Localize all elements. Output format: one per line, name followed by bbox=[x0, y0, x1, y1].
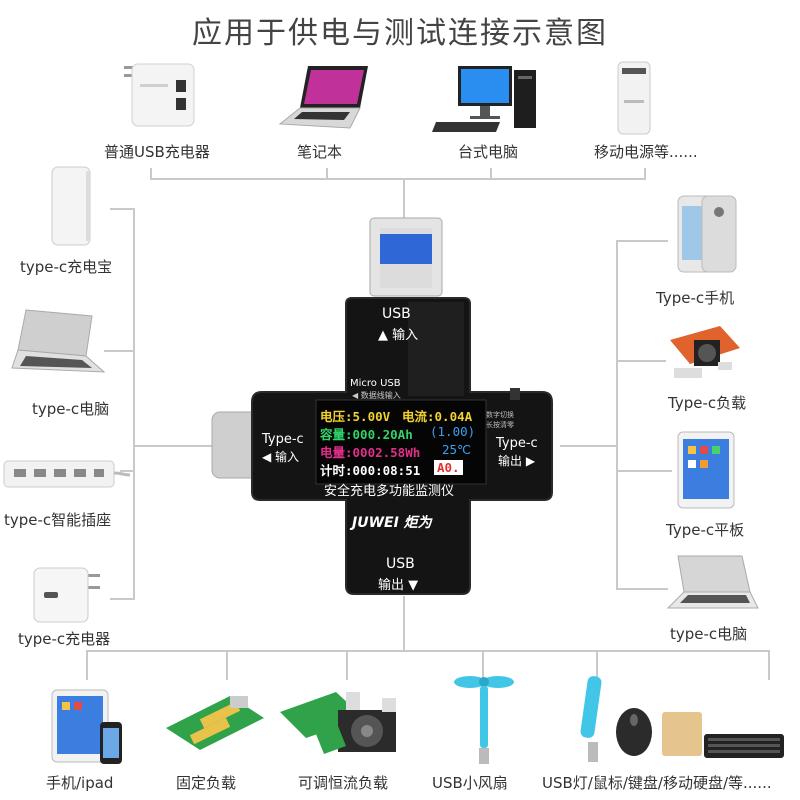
usb-out-sub: 输出 ▼ bbox=[378, 578, 419, 593]
laptop-icon bbox=[664, 552, 760, 616]
phone-tablet-icon bbox=[48, 684, 128, 768]
bottom-device-label-5: USB灯/鼠标/键盘/移动硬盘/等...... bbox=[542, 774, 772, 792]
adjustable-load-icon bbox=[276, 682, 416, 764]
meter-caption: 安全充电多功能监测仪 bbox=[324, 484, 455, 499]
top-device-label-2: 笔记本 bbox=[297, 143, 343, 161]
bottom-device-label-1: 手机/ipad bbox=[46, 774, 114, 792]
typec-out-sub: 输出 ▶ bbox=[498, 454, 536, 468]
bottom-device-label-4: USB小风扇 bbox=[432, 774, 508, 792]
tablet-icon bbox=[674, 430, 738, 510]
load-board-icon bbox=[664, 318, 744, 390]
left-device-label-3: type-c智能插座 bbox=[4, 511, 112, 529]
power-bank-icon bbox=[610, 60, 660, 136]
fixed-load-icon bbox=[160, 688, 270, 758]
left-device-label-4: type-c充电器 bbox=[18, 630, 111, 648]
usb-charger-icon bbox=[118, 62, 198, 134]
laptop-icon bbox=[8, 306, 108, 382]
right-device-label-2: Type-c负载 bbox=[668, 394, 747, 412]
screen-capacity: 容量:000.20Ah bbox=[320, 427, 413, 442]
right-device-label-1: Type-c手机 bbox=[656, 289, 735, 307]
screen-capacity-extra: (1.00) bbox=[430, 424, 476, 439]
bottom-device-label-2: 固定负载 bbox=[176, 774, 237, 792]
screen-current: 电流:0.04A bbox=[402, 409, 473, 424]
screen-mode: A0. bbox=[434, 460, 463, 475]
usb-lamp-mouse-keyboard-icon bbox=[576, 672, 790, 768]
phone-icon bbox=[674, 194, 740, 276]
micro-usb-title: Micro USB bbox=[350, 378, 401, 389]
left-device-label-1: type-c充电宝 bbox=[20, 258, 113, 276]
laptop-icon bbox=[278, 62, 374, 132]
usb-in-sub: ▲ 输入 bbox=[378, 328, 419, 343]
side-hint-1: 数字切换 bbox=[486, 411, 514, 419]
screen-temp: 25℃ bbox=[442, 442, 472, 457]
power-bank-icon bbox=[44, 165, 100, 249]
meter-brand: JUWEI 炬为 bbox=[352, 515, 432, 531]
top-device-label-3: 台式电脑 bbox=[458, 143, 519, 161]
desktop-pc-icon bbox=[430, 62, 540, 134]
left-device-label-2: type-c电脑 bbox=[32, 400, 110, 418]
right-device-label-3: Type-c平板 bbox=[666, 521, 745, 539]
micro-usb-sub: ◀ 数据线输入 bbox=[352, 391, 401, 400]
screen-voltage: 电压:5.00V bbox=[320, 409, 391, 424]
typec-out-title: Type-c bbox=[496, 436, 538, 451]
usb-in-title: USB bbox=[382, 306, 411, 322]
top-device-label-4: 移动电源等...... bbox=[594, 143, 698, 161]
screen-timer: 计时:000:08:51 bbox=[320, 463, 421, 478]
charger-icon bbox=[28, 564, 104, 626]
right-device-label-4: type-c电脑 bbox=[670, 625, 748, 643]
power-strip-icon bbox=[2, 455, 132, 495]
top-device-label-1: 普通USB充电器 bbox=[104, 143, 210, 161]
page-title: 应用于供电与测试连接示意图 bbox=[192, 16, 608, 51]
typec-in-sub: ◀ 输入 bbox=[262, 450, 300, 464]
side-hint-2: 长按清零 bbox=[486, 421, 514, 429]
usb-tester-meter bbox=[208, 216, 568, 600]
bottom-device-label-3: 可调恒流负载 bbox=[298, 774, 389, 792]
typec-in-title: Type-c bbox=[262, 432, 304, 447]
screen-energy: 电量:0002.58Wh bbox=[320, 445, 421, 460]
usb-fan-icon bbox=[452, 672, 516, 768]
usb-out-title: USB bbox=[386, 556, 415, 572]
